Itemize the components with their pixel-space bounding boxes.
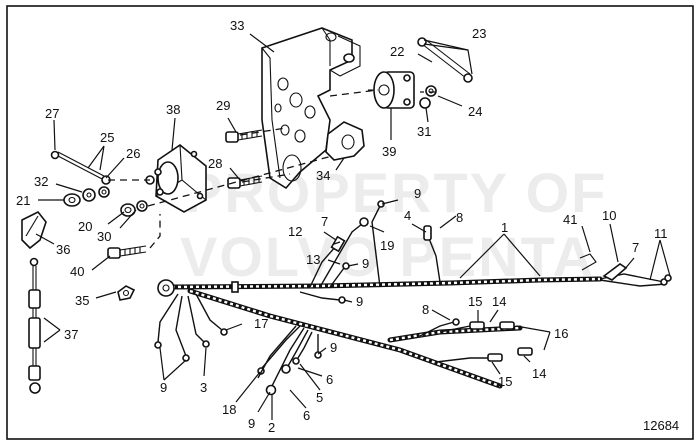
branch-wires-top [299,200,441,304]
branch-wires-right [419,318,533,363]
callout-12: 12 [288,224,302,239]
callout-15a: 15 [468,294,482,309]
callout-15b: 15 [498,374,512,389]
leader-lines [35,33,671,420]
callout-32: 32 [34,174,48,189]
callout-35: 35 [75,293,89,308]
branch-wires-mid [257,325,322,396]
callout-13: 13 [306,252,320,267]
callout-1: 1 [501,220,508,235]
washer-32 [82,188,96,202]
callout-38: 38 [166,102,180,117]
callout-21: 21 [16,193,30,208]
callout-6b: 6 [303,408,310,423]
callout-7a: 7 [321,214,328,229]
lead-27 [50,150,111,185]
callout-9f: 9 [330,340,337,355]
callout-18: 18 [222,402,236,417]
callout-28: 28 [208,156,222,171]
callout-22: 22 [390,44,404,59]
callout-25: 25 [100,130,114,145]
nut-31 [419,97,431,109]
callout-3: 3 [200,380,207,395]
callout-23: 23 [472,26,486,41]
battery-cable-37 [28,257,41,394]
callout-9c: 9 [356,294,363,309]
callout-41: 41 [563,212,577,227]
washer-30 [136,200,148,212]
callout-14b: 14 [532,366,546,381]
diagram-frame [6,5,694,440]
callout-29: 29 [216,98,230,113]
callout-33: 33 [230,18,244,33]
callout-36: 36 [56,242,70,257]
watermark: PROPERTY OF VOLVO PENTA [180,161,607,288]
callout-9e: 9 [248,416,255,431]
branch-wires-left [154,293,228,362]
alignment-line-7 [149,214,161,249]
alignment-line-3 [241,173,291,183]
callout-10: 10 [602,208,616,223]
callout-9a: 9 [414,186,421,201]
callout-9d: 9 [160,380,167,395]
washer-32b [98,186,110,198]
alignment-line-2 [239,127,287,136]
mounting-bracket [261,27,365,190]
washer-24 [425,85,437,97]
callout-31: 31 [417,124,431,139]
callout-14a: 14 [492,294,506,309]
bolt-40 [107,245,147,259]
callout-7b: 7 [632,240,639,255]
terminal-boot-36 [21,210,47,250]
callout-17: 17 [254,316,268,331]
callout-9b: 9 [362,256,369,271]
watermark-line-1: PROPERTY OF [185,161,607,224]
callout-40: 40 [70,264,84,279]
alignment-line-4 [329,89,379,97]
clip-35 [117,285,136,301]
callout-2: 2 [268,420,275,435]
callout-26: 26 [126,146,140,161]
callout-34: 34 [316,168,330,183]
main-harness [157,253,672,389]
watermark-line-2: VOLVO PENTA [180,225,595,288]
cable-lug-23 [417,37,473,83]
callout-8a: 8 [456,210,463,225]
relay-38 [145,144,207,213]
callout-labels: 1 2 3 4 5 6 6 7 7 8 8 9 9 9 9 9 9 10 11 … [16,18,668,435]
callout-5: 5 [316,390,323,405]
callout-30: 30 [97,229,111,244]
figure-number: 12684 [643,418,679,433]
callout-11: 11 [654,226,668,241]
bolt-29 [225,129,263,143]
callout-20: 20 [78,219,92,234]
alignment-line-6 [147,155,333,207]
nut-21 [63,193,81,207]
callout-37: 37 [64,327,78,342]
nut-20 [120,203,136,217]
solenoid-39 [368,71,415,109]
callout-16: 16 [554,326,568,341]
callout-8b: 8 [422,302,429,317]
callout-4: 4 [404,208,411,223]
callout-19: 19 [380,238,394,253]
callout-24: 24 [468,104,482,119]
callout-27: 27 [45,106,59,121]
callout-6a: 6 [326,372,333,387]
callout-39: 39 [382,144,396,159]
